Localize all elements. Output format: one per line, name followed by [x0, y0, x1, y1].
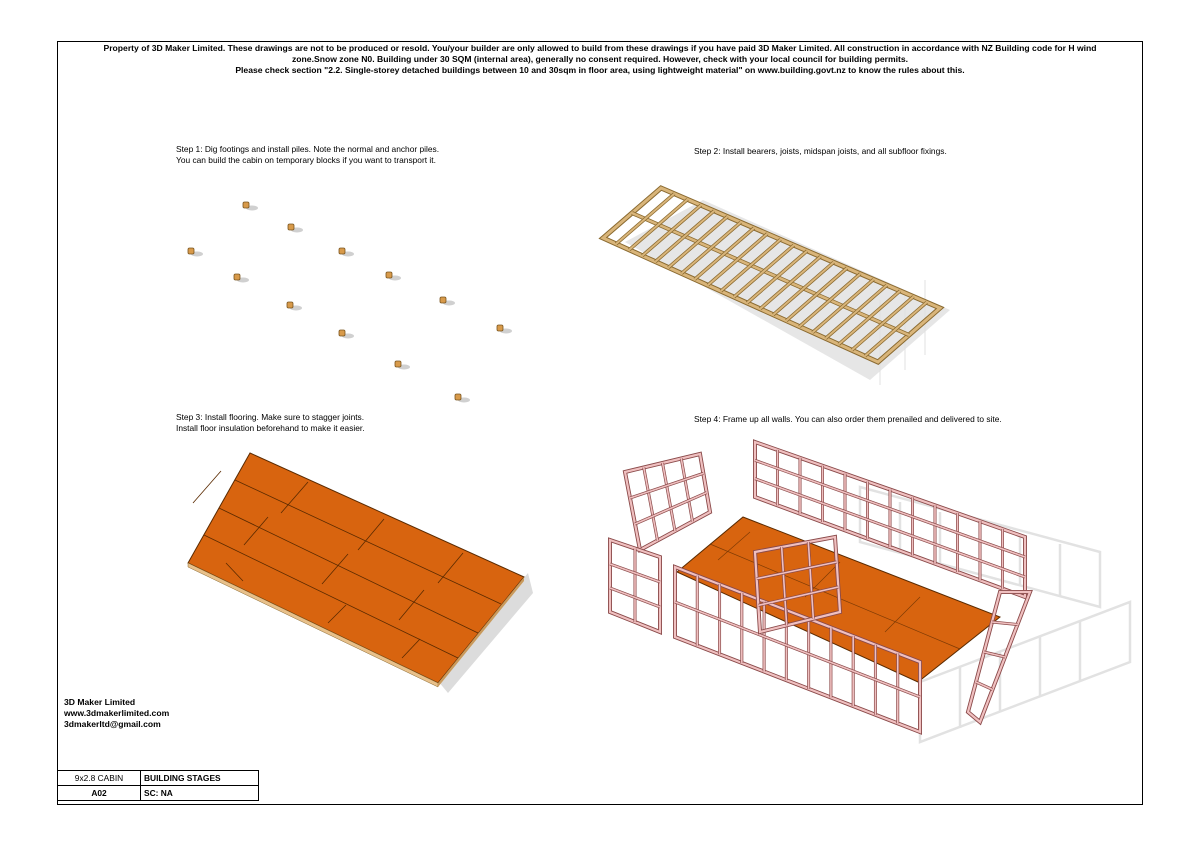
step-4-line-1: Step 4: Frame up all walls. You can also…: [694, 414, 1002, 424]
joist: [733, 244, 795, 298]
joist: [707, 232, 768, 286]
pile: [242, 201, 259, 211]
pile: [233, 273, 250, 283]
joist: [824, 284, 888, 340]
title-block-rule: [259, 804, 299, 805]
back-wall-frame: [753, 439, 1027, 600]
title-block: 9x2.8 CABIN BUILDING STAGES A02 SC: NA: [57, 770, 259, 801]
joist: [680, 221, 742, 275]
step-4-caption: Step 4: Frame up all walls. You can also…: [694, 414, 1002, 425]
project-name: 9x2.8 CABIN: [57, 770, 141, 786]
company-name: 3D Maker Limited: [64, 697, 136, 707]
step-1-line-2: You can build the cabin on temporary blo…: [176, 155, 436, 165]
joist: [772, 261, 835, 316]
step-2-caption: Step 2: Install bearers, joists, midspan…: [694, 146, 947, 157]
pile: [287, 223, 304, 233]
step-3-line-2: Install floor insulation beforehand to m…: [176, 423, 365, 433]
step-3-flooring-illustration: [187, 452, 533, 693]
joist: [641, 204, 702, 257]
legal-notice-line-1: Property of 3D Maker Limited. These draw…: [103, 43, 1097, 53]
pile: [394, 360, 411, 370]
legal-notice-line-2: zone.Snow zone N0. Building under 30 SQM…: [292, 54, 908, 64]
step-2-line-1: Step 2: Install bearers, joists, midspan…: [694, 146, 947, 156]
company-email: 3dmakerltd@gmail.com: [64, 719, 161, 729]
pile: [385, 271, 402, 281]
step-2-subfloor-illustration: [598, 185, 950, 385]
step-3-line-1: Step 3: Install flooring. Make sure to s…: [176, 412, 365, 422]
end-wall-frame-left: [622, 451, 713, 554]
sheet-number: A02: [57, 785, 141, 801]
pile: [454, 393, 471, 403]
pile: [286, 301, 303, 311]
step-4-wall-framing-illustration: [608, 439, 1132, 744]
side-wall-frame-front-left: [608, 537, 662, 635]
step-1-caption: Step 1: Dig footings and install piles. …: [176, 144, 439, 166]
joist: [720, 238, 782, 292]
pile: [496, 324, 513, 334]
joist: [654, 210, 715, 263]
joist: [746, 250, 808, 304]
step-3-caption: Step 3: Install flooring. Make sure to s…: [176, 412, 365, 434]
joist: [785, 267, 848, 322]
joist: [615, 192, 675, 245]
joist: [838, 290, 901, 346]
joist: [864, 301, 928, 357]
drawing-scale: SC: NA: [140, 785, 259, 801]
drawing-sheet-border: [57, 41, 1143, 805]
joist: [851, 295, 915, 351]
pile: [338, 247, 355, 257]
joist: [694, 227, 755, 281]
joist: [628, 198, 689, 251]
joist: [798, 272, 861, 328]
legal-notice-line-3: Please check section "2.2. Single-storey…: [235, 65, 965, 75]
step-1-line-1: Step 1: Dig footings and install piles. …: [176, 144, 440, 154]
joist: [811, 278, 875, 334]
internal-wall-frame: [752, 534, 843, 635]
company-info: 3D Maker Limited www.3dmakerlimited.com …: [64, 697, 169, 730]
pile: [338, 329, 355, 339]
side-wall-frame-right: [965, 590, 1033, 726]
drawing-title: BUILDING STAGES: [140, 770, 259, 786]
pile: [187, 247, 204, 257]
pile: [439, 296, 456, 306]
joist: [667, 215, 729, 269]
legal-notice: Property of 3D Maker Limited. These draw…: [57, 43, 1143, 76]
joist: [759, 255, 822, 310]
step-1-piles-illustration: [187, 201, 513, 403]
company-website: www.3dmakerlimited.com: [64, 708, 170, 718]
